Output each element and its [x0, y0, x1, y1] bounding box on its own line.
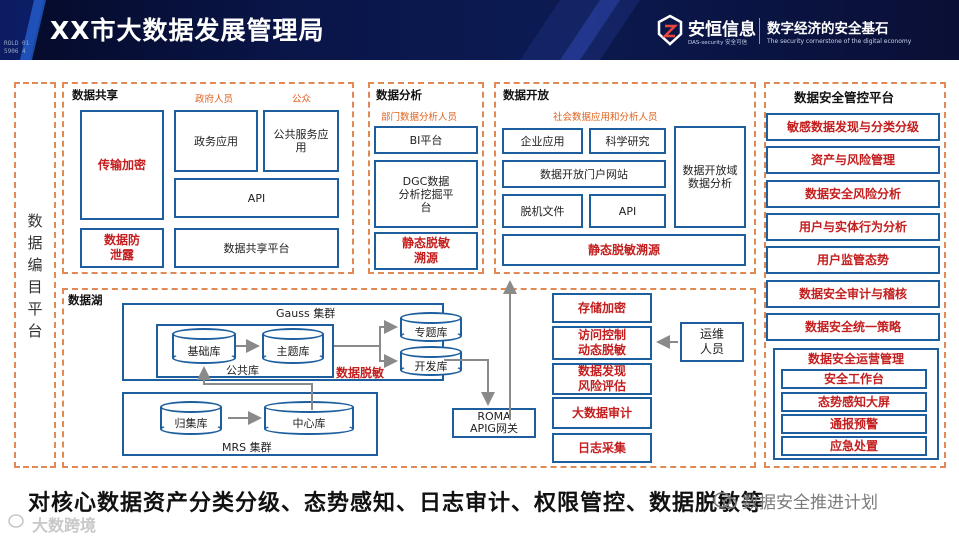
open-portal-box: 数据开放门户网站 [502, 160, 666, 188]
base-db-label: 基础库 [187, 345, 221, 358]
ops-management-title: 数据安全运营管理 [807, 352, 904, 366]
topic-db-cylinder: 专题库 [400, 312, 462, 342]
platform-item-2: 资产与风险管理 [766, 146, 940, 174]
access-control-box: 访问控制动态脱敏 [552, 326, 652, 360]
opening-api-box: API [589, 194, 666, 228]
header-pixel-text: ROLD 01 5906 4 [4, 40, 30, 55]
ops-item-alert: 通报预警 [781, 414, 927, 434]
leak-prevention-box: 数据防泄露 [80, 228, 164, 268]
ops-item-situation-screen: 态势感知大屏 [781, 392, 927, 412]
public-service-apps-box: 公共服务应用 [263, 110, 339, 172]
das-logo-icon [657, 14, 683, 46]
public-label: 公众 [292, 94, 312, 105]
big-data-audit-box: 大数据审计 [552, 397, 652, 429]
ops-staff-box: 运维人员 [680, 322, 744, 362]
domain-analysis-box: 数据开放域数据分析 [674, 126, 746, 228]
opening-static-masking-box: 静态脱敏溯源 [502, 234, 746, 266]
archive-db-label: 归集库 [174, 417, 208, 430]
sharing-platform-box: 数据共享平台 [174, 228, 339, 268]
data-opening-title: 数据开放 [503, 88, 549, 102]
dgc-platform-box: DGC数据分析挖掘平台 [374, 160, 478, 228]
dev-db-cylinder: 开发库 [400, 346, 462, 376]
gov-apps-box: 政务应用 [174, 110, 258, 172]
discovery-risk-box: 数据发现风险评估 [552, 363, 652, 395]
data-lake-title: 数据湖 [68, 293, 103, 307]
enterprise-apps-box: 企业应用 [502, 128, 583, 154]
center-db-cylinder: 中心库 [264, 401, 354, 435]
catalog-platform-label: 数据编 目平台 [27, 212, 43, 340]
security-platform-title: 数据安全管控平台 [794, 90, 895, 105]
wechat-watermark-icon-right [713, 492, 737, 509]
data-analysis-zone [368, 82, 484, 274]
storage-encryption-box: 存储加密 [552, 293, 652, 323]
offline-files-box: 脱机文件 [502, 194, 583, 228]
ops-item-workbench: 安全工作台 [781, 369, 927, 389]
dept-analysts-label: 部门数据分析人员 [381, 112, 458, 123]
transmission-encryption-box: 传输加密 [80, 110, 164, 220]
summary-caption: 对核心数据资产分类分级、态势感知、日志审计、权限管控、数据脱敏等 [28, 491, 765, 516]
wechat-watermark-icon [8, 514, 24, 528]
public-db-label: 公共库 [226, 364, 259, 377]
platform-item-6: 数据安全审计与稽核 [766, 280, 940, 308]
mrs-cluster-label: MRS 集群 [222, 441, 272, 454]
data-lake-zone [62, 288, 756, 468]
theme-db-cylinder: 主题库 [262, 328, 324, 364]
data-sharing-title: 数据共享 [72, 88, 118, 102]
catalog-platform-zone [14, 82, 56, 468]
logo-name: 安恒信息 [688, 20, 756, 40]
data-opening-zone [494, 82, 756, 274]
analysis-static-masking-box: 静态脱敏溯源 [374, 232, 478, 270]
gov-staff-label: 政府人员 [195, 94, 234, 105]
security-platform-zone [764, 82, 946, 468]
data-masking-label: 数据脱敏 [336, 366, 385, 380]
logo-english: DAS-security 安全可信 [688, 40, 748, 46]
topic-db-label: 专题库 [414, 326, 448, 339]
logo-divider [759, 18, 760, 44]
theme-db-label: 主题库 [276, 345, 310, 358]
social-users-label: 社会数据应用和分析人员 [553, 112, 658, 123]
platform-item-1: 敏感数据发现与分类分级 [766, 113, 940, 141]
ops-item-emergency: 应急处置 [781, 436, 927, 456]
slogan-english: The security cornerstone of the digital … [767, 38, 912, 45]
bi-platform-box: BI平台 [374, 126, 478, 154]
platform-item-4: 用户与实体行为分析 [766, 213, 940, 241]
dev-db-label: 开发库 [414, 360, 448, 373]
slogan: 数字经济的安全基石 [767, 21, 889, 37]
log-collection-box: 日志采集 [552, 433, 652, 463]
gauss-cluster-label: Gauss 集群 [276, 307, 336, 320]
header-banner: ROLD 01 5906 4 XX市大数据发展管理局 安恒信息 DAS-secu… [0, 0, 959, 60]
platform-item-3: 数据安全风险分析 [766, 180, 940, 208]
platform-item-7: 数据安全统一策略 [766, 313, 940, 341]
watermark-left: 大数跨境 [32, 516, 97, 535]
header-decoration [0, 0, 640, 60]
page-title: XX市大数据发展管理局 [50, 16, 325, 45]
data-analysis-title: 数据分析 [376, 88, 422, 102]
watermark-right: 数据安全推进计划 [742, 493, 878, 513]
roma-gateway-box: ROMA APIG网关 [452, 408, 536, 438]
platform-item-5: 用户监管态势 [766, 246, 940, 274]
archive-db-cylinder: 归集库 [160, 401, 222, 435]
data-sharing-zone [62, 82, 354, 274]
center-db-label: 中心库 [292, 417, 326, 430]
sharing-api-box: API [174, 178, 339, 218]
base-db-cylinder: 基础库 [172, 328, 236, 364]
research-box: 科学研究 [589, 128, 666, 154]
